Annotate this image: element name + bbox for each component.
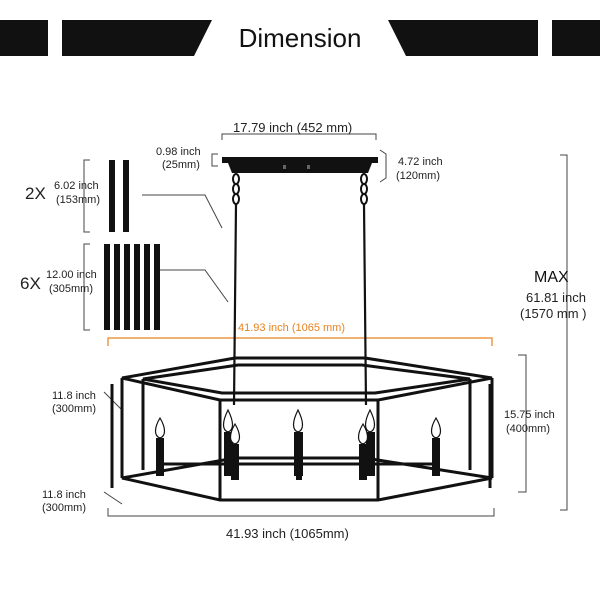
top-width-label: 41.93 inch (1065 mm): [238, 322, 345, 334]
right-hanging-rod: [362, 203, 368, 406]
candle-1: [156, 438, 164, 476]
long-rod-2: [114, 244, 120, 330]
candle-2: [224, 432, 233, 476]
max-height-label-a: 61.81 inch: [526, 290, 586, 305]
banner-right-bar-2: [552, 20, 600, 56]
short-rod-1: [109, 160, 115, 232]
short-rods-label-a: 6.02 inch: [54, 180, 99, 192]
long-rods-label-a: 12.00 inch: [46, 269, 97, 281]
bottom-width-dim-line: [107, 508, 495, 517]
frame-height-dim-line: [518, 354, 527, 493]
canopy-screw-right: [307, 165, 310, 169]
short-rod-2: [123, 160, 129, 232]
canopy-thickness-label-b: (25mm): [162, 159, 200, 171]
canopy-depth-label-a: 4.72 inch: [398, 156, 443, 168]
canopy-plate: [222, 157, 378, 163]
bulb-7: [430, 416, 442, 439]
short-rods-qty: 2X: [25, 184, 46, 203]
banner-left-bar-2: [62, 20, 212, 56]
short-rods-dim-line: [83, 159, 90, 233]
cage-top-inner: [142, 363, 471, 395]
bulb-1: [154, 416, 166, 439]
long-rod-5: [144, 244, 150, 330]
center-column: [296, 460, 302, 480]
bulb-5: [357, 422, 369, 445]
banner-left-bar-1: [0, 20, 48, 56]
bottom-depth-leader: [103, 491, 123, 505]
bottom-depth-label-a: 11.8 inch: [42, 489, 86, 501]
left-chain-link-2: [232, 183, 240, 195]
long-rod-1: [104, 244, 110, 330]
top-depth-label-a: 11.8 inch: [52, 390, 96, 402]
long-rod-3: [124, 244, 130, 330]
banner-right-bar-1: [388, 20, 538, 56]
left-chain-link-1: [232, 173, 240, 185]
long-rod-leader: [160, 269, 229, 303]
left-chain-link-3: [232, 193, 240, 205]
top-depth-label-b: (300mm): [52, 403, 97, 415]
right-chain-link-2: [360, 183, 368, 195]
candle-6: [366, 432, 375, 476]
long-rod-6: [154, 244, 160, 330]
canopy-width-label: 17.79 inch (452 mm): [233, 120, 353, 135]
canopy-thickness-dim-line: [211, 153, 218, 167]
short-rod-leader: [142, 194, 223, 229]
bulb-6: [364, 408, 376, 433]
canopy-body: [228, 163, 372, 173]
long-rods-label-b: (305mm): [49, 283, 94, 295]
canopy-thickness-label-a: 0.98 inch: [156, 146, 201, 158]
left-hanging-rod: [232, 203, 238, 406]
candle-7: [432, 438, 440, 476]
max-height-label-b: (1570 mm ): [520, 306, 587, 321]
candle-4: [294, 432, 303, 476]
top-width-dim-line: [107, 337, 493, 346]
canopy-screw-left: [283, 165, 286, 169]
bottom-depth-label-b: (300mm): [42, 502, 87, 514]
bulb-2: [222, 408, 234, 433]
canopy-depth-label-b: (120mm): [396, 170, 441, 182]
frame-height-label-b: (400mm): [506, 423, 551, 435]
bottom-width-label: 41.93 inch (1065mm): [226, 526, 349, 541]
long-rods-dim-line: [83, 243, 90, 331]
max-label: MAX: [534, 269, 569, 286]
bulb-4: [292, 408, 304, 433]
long-rods-qty: 6X: [20, 274, 41, 293]
candle-3: [231, 444, 239, 480]
canopy-depth-dim-line: [379, 149, 387, 183]
right-chain-link-1: [360, 173, 368, 185]
short-rods-label-b: (153mm): [56, 194, 101, 206]
candle-5: [359, 444, 367, 480]
page-title: Dimension: [238, 23, 362, 53]
right-chain-link-3: [360, 193, 368, 205]
max-height-dim-line: [560, 154, 568, 511]
long-rod-4: [134, 244, 140, 330]
bulb-3: [229, 422, 241, 445]
canopy-width-dim-line: [221, 133, 377, 140]
frame-height-label-a: 15.75 inch: [504, 409, 555, 421]
